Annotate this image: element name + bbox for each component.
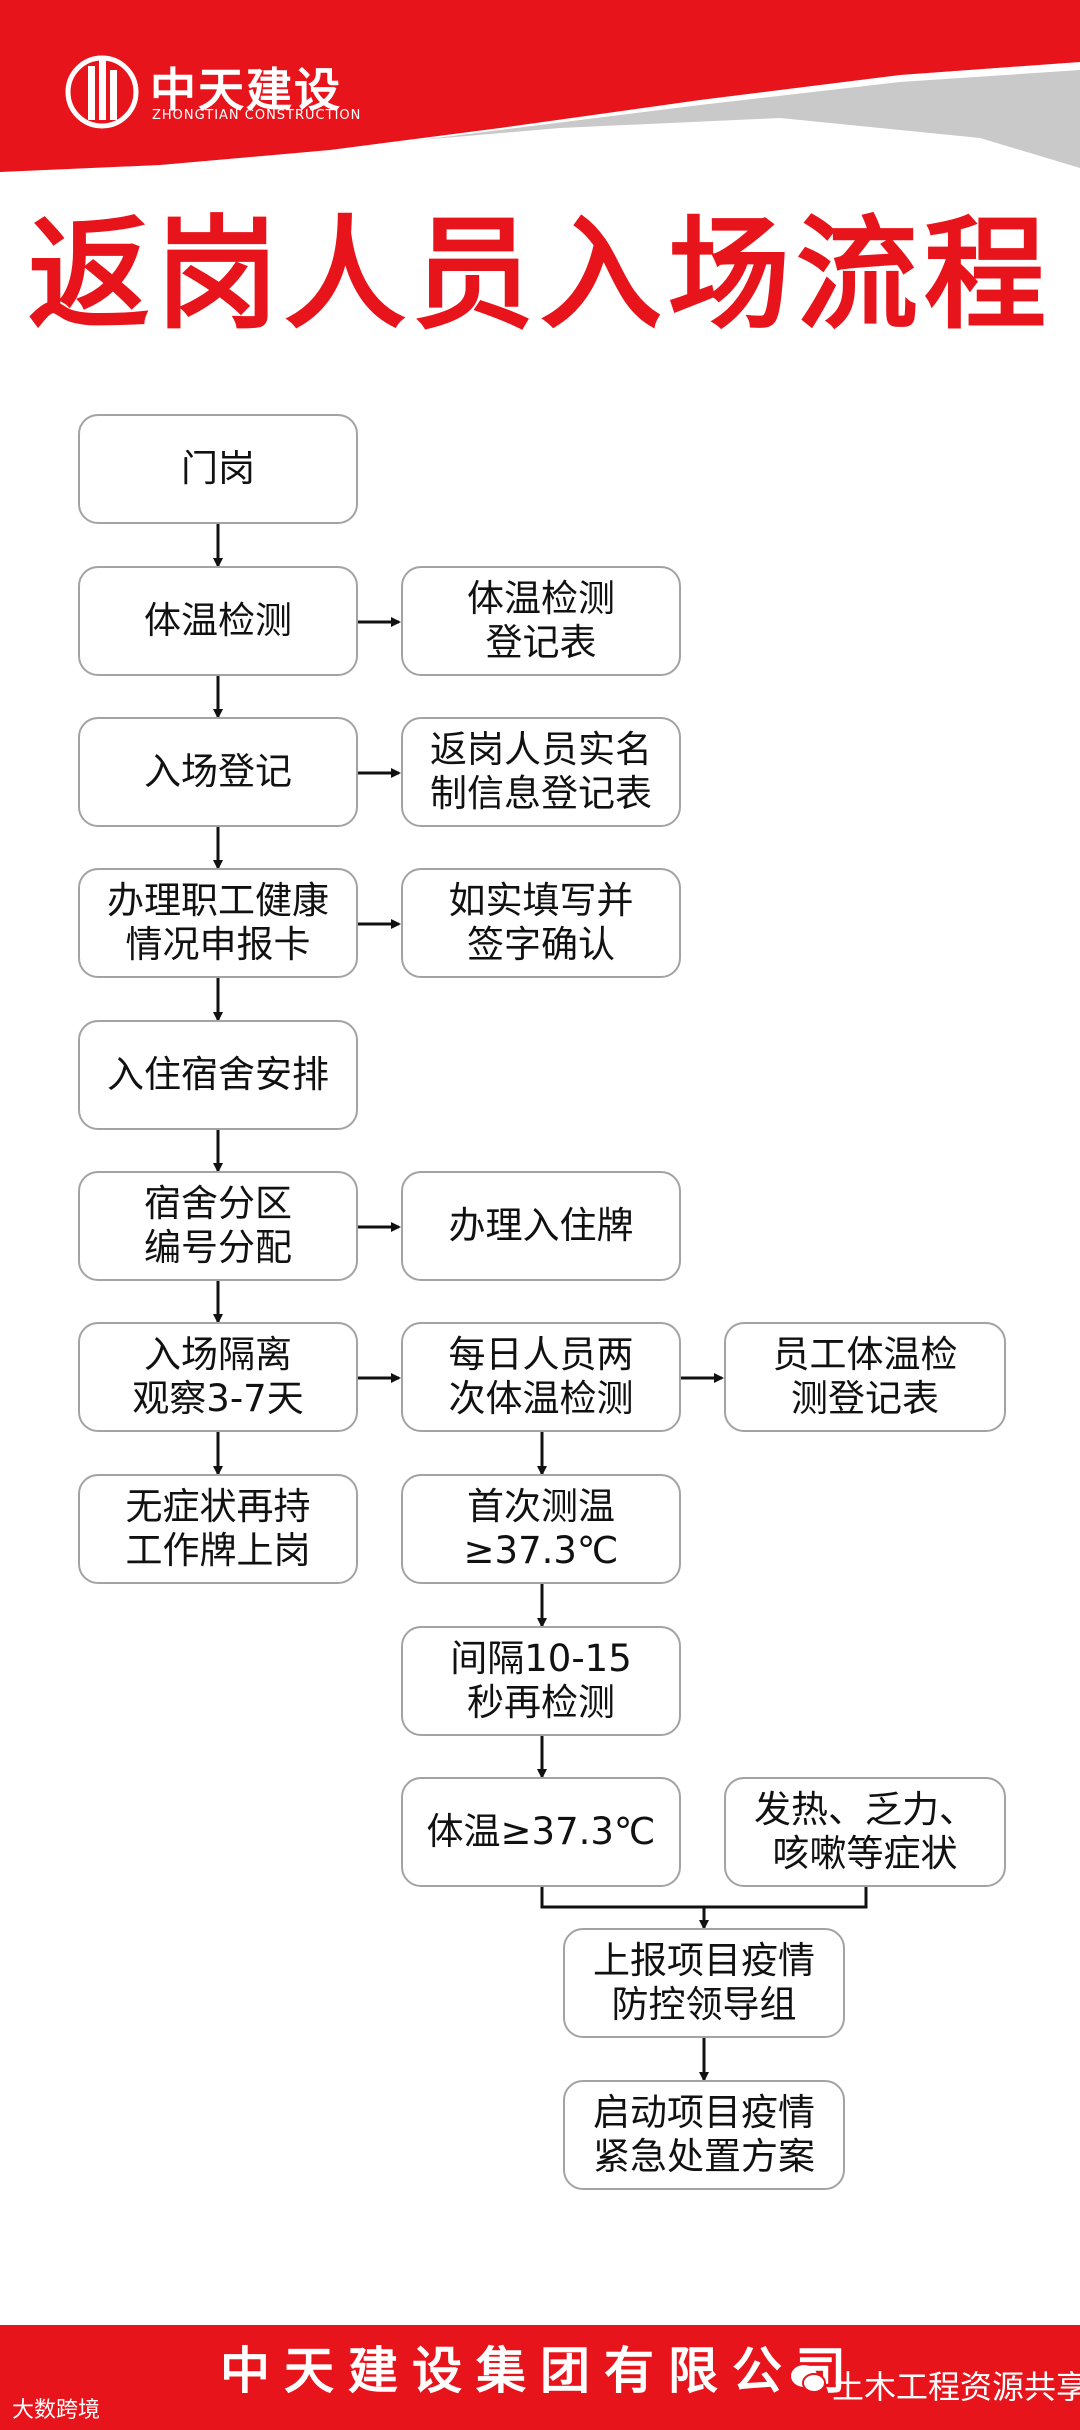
zhongtian-logo-icon bbox=[65, 55, 139, 129]
logo-english-name: ZHONGTIAN CONSTRUCTION bbox=[152, 108, 362, 123]
step-fill-sign: 如实填写并 签字确认 bbox=[401, 868, 681, 978]
step-health-card: 办理职工健康 情况申报卡 bbox=[78, 868, 358, 978]
step-report-leaders: 上报项目疫情 防控领导组 bbox=[563, 1928, 845, 2038]
footer-company-name: 中天建设集团有限公司 bbox=[220, 2342, 860, 2400]
watermark-left: 大数跨境 bbox=[12, 2398, 101, 2423]
step-realname-form: 返岗人员实名 制信息登记表 bbox=[401, 717, 681, 827]
step-return-to-work: 无症状再持 工作牌上岗 bbox=[78, 1474, 358, 1584]
step-entry-registration: 入场登记 bbox=[78, 717, 358, 827]
header-band bbox=[0, 0, 1080, 190]
step-gate: 门岗 bbox=[78, 414, 358, 524]
footer-band bbox=[0, 2325, 1080, 2430]
step-interval-recheck: 间隔10-15 秒再检测 bbox=[401, 1626, 681, 1736]
step-first-temp: 首次测温 ≥37.3℃ bbox=[401, 1474, 681, 1584]
logo-chinese-name: 中天建设 bbox=[150, 63, 342, 117]
step-temp-check: 体温检测 bbox=[78, 566, 358, 676]
header-background bbox=[0, 0, 1080, 172]
company-logo: 中天建设 ZHONGTIAN CONSTRUCTION bbox=[62, 52, 360, 132]
page-title: 返岗人员入场流程 bbox=[28, 204, 1052, 346]
step-temp-form: 体温检测 登记表 bbox=[401, 566, 681, 676]
step-staff-temp-form: 员工体温检 测登记表 bbox=[724, 1322, 1006, 1432]
merge-bracket bbox=[540, 1887, 868, 1909]
step-temp-high: 体温≥37.3℃ bbox=[401, 1777, 681, 1887]
watermark-right: 土木工程资源共享 bbox=[832, 2368, 1080, 2406]
step-isolation: 入场隔离 观察3-7天 bbox=[78, 1322, 358, 1432]
step-dorm-arrange: 入住宿舍安排 bbox=[78, 1020, 358, 1130]
wechat-icon bbox=[791, 2365, 826, 2393]
step-twice-daily-temp: 每日人员两 次体温检测 bbox=[401, 1322, 681, 1432]
step-dorm-card: 办理入住牌 bbox=[401, 1171, 681, 1281]
step-emergency-plan: 启动项目疫情 紧急处置方案 bbox=[563, 2080, 845, 2190]
step-dorm-assign: 宿舍分区 编号分配 bbox=[78, 1171, 358, 1281]
step-symptoms: 发热、乏力、 咳嗽等症状 bbox=[724, 1777, 1006, 1887]
